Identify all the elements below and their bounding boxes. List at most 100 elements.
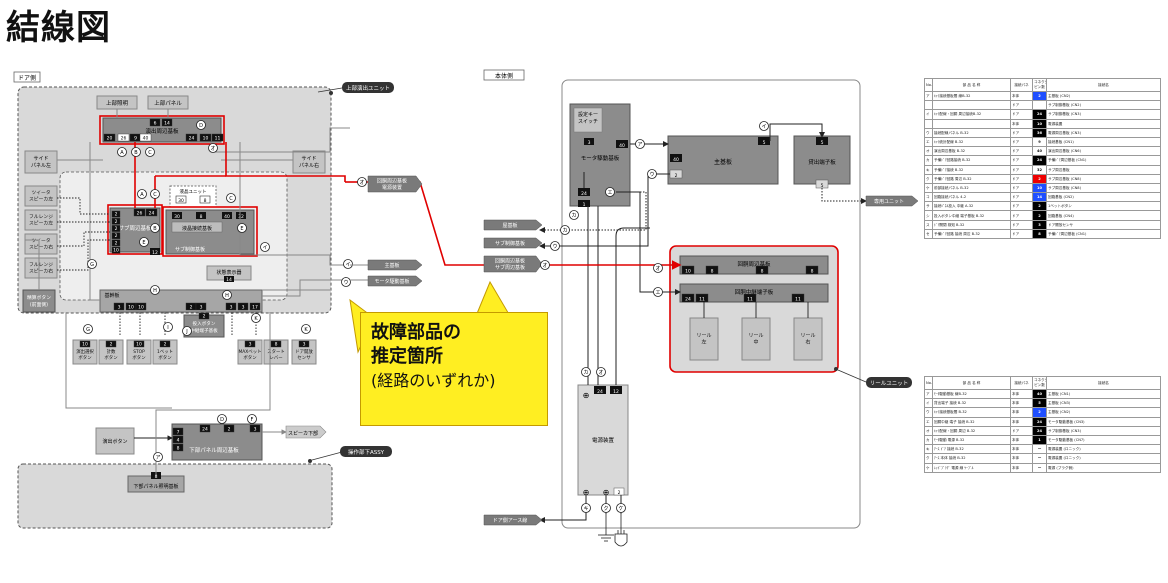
table-header: コネクタピン数 bbox=[1032, 78, 1047, 92]
table-header: 接続名 bbox=[1046, 78, 1161, 92]
effect-button-label: 演出ボタン bbox=[102, 438, 127, 445]
relay-pin: 10 bbox=[128, 304, 134, 310]
table-cell: 本体 bbox=[1010, 444, 1033, 455]
fault-callout: 故障部品の 推定箇所 (経路のいずれか) bbox=[360, 312, 548, 426]
connector-label: B bbox=[134, 150, 138, 156]
connector-marker bbox=[653, 263, 663, 273]
lower-pin-box bbox=[199, 424, 211, 433]
table-cell: 投入ボタン中継 端子基板 B-32 bbox=[932, 210, 1011, 221]
control-button-pin-box bbox=[270, 340, 282, 348]
power-unit-label: 電源装置 bbox=[592, 436, 615, 444]
sub-top-pin: 26 bbox=[137, 210, 143, 216]
connector-label: ウ bbox=[649, 171, 654, 178]
speaker-box bbox=[24, 185, 58, 207]
sub-left-pin-box bbox=[111, 225, 121, 232]
control-button-label: 1ベットボタン bbox=[157, 349, 173, 361]
reel-pin-mid: 24 bbox=[685, 296, 691, 302]
lower-pin: 7 bbox=[177, 429, 180, 435]
connector-label: C bbox=[229, 196, 233, 202]
table-cell: 1ベットボタン bbox=[1046, 201, 1161, 212]
connector-marker bbox=[540, 260, 550, 270]
lcd-unit-label: 液晶ユニット bbox=[180, 188, 207, 195]
connector-label: ク bbox=[603, 506, 608, 512]
connector-marker bbox=[569, 210, 579, 220]
sub-control-label: サブ制御基板 bbox=[495, 240, 525, 247]
table-header: 接続名 bbox=[1046, 376, 1161, 390]
table-cell: ー bbox=[1032, 462, 1047, 473]
control-button-pin-box bbox=[79, 340, 91, 348]
table-cell: 主基板 (CN2) bbox=[1046, 407, 1161, 418]
connector-marker bbox=[357, 177, 367, 187]
table-cell: 貸出端子 接続 B-32 bbox=[932, 398, 1011, 409]
lower-light-label: 下部パネル照明基板 bbox=[133, 483, 178, 490]
table-cell: ｱｰｽ 本体 接続 B-32 bbox=[932, 453, 1011, 464]
connector-label: イ bbox=[761, 124, 766, 130]
table-cell: コ bbox=[924, 192, 933, 203]
connector-marker bbox=[153, 452, 163, 462]
table-cell: 3 bbox=[1032, 219, 1047, 230]
sub-left-pin: 2 bbox=[115, 212, 118, 218]
table-cell: 本体 bbox=[1010, 453, 1033, 464]
effect-bottom-pin: 26 bbox=[121, 135, 127, 141]
sub-left-pin-box bbox=[111, 239, 121, 247]
sub-right-pin: 12 bbox=[152, 250, 158, 256]
reel-unit-tag: リールユニット bbox=[870, 380, 909, 387]
table-cell: ドア bbox=[1010, 127, 1033, 138]
sub-top-pin-box bbox=[133, 208, 146, 217]
connector-marker bbox=[222, 290, 232, 300]
operation-assy-tag: 操作部下ASSY bbox=[348, 448, 385, 456]
speaker-box bbox=[24, 209, 58, 231]
table-cell: カ bbox=[924, 434, 933, 446]
door-ground-arrow bbox=[483, 514, 543, 526]
connector-marker bbox=[550, 241, 560, 251]
table-cell: ドア bbox=[1010, 201, 1033, 212]
reel-box bbox=[689, 317, 719, 361]
connector-marker bbox=[145, 147, 155, 157]
connector-label: H bbox=[153, 288, 157, 294]
effect-top-pin-box bbox=[161, 118, 173, 127]
reel-pin-top: 8 bbox=[761, 268, 764, 274]
table-cell: オ bbox=[924, 425, 933, 436]
relay-pin-box bbox=[135, 302, 147, 311]
table-cell: 24 bbox=[1032, 109, 1047, 120]
relay-pin-box bbox=[195, 302, 207, 311]
upper-panel-label: 上部パネル bbox=[154, 99, 182, 107]
sub-control-pin: 32 bbox=[238, 214, 244, 220]
motor-board-label: モータ駆動基板 bbox=[581, 154, 620, 162]
table-cell: ー bbox=[1032, 444, 1047, 455]
effect-bottom-pin: 20 bbox=[107, 135, 113, 141]
control-button-label: 計数ボタン bbox=[104, 348, 118, 361]
sub-left-pin-box bbox=[111, 210, 121, 218]
table-cell: 24 bbox=[1032, 416, 1047, 427]
reel-pin-mid-box bbox=[695, 293, 709, 303]
table-cell: ドア bbox=[1010, 146, 1033, 157]
effect-button-box bbox=[95, 427, 135, 455]
connector-label: B bbox=[153, 226, 157, 232]
main-pin: 40 bbox=[673, 157, 679, 163]
connector-label: A bbox=[120, 150, 124, 156]
table-cell: シ bbox=[924, 210, 933, 221]
table-cell: 電源装置 bbox=[1046, 118, 1161, 129]
table-cell: モータ駆動基板 (CN3) bbox=[1046, 416, 1161, 427]
table-cell: 40 bbox=[1032, 146, 1047, 157]
connector-label: カ bbox=[562, 228, 567, 234]
sub-control-board-label: サブ制御基板 bbox=[175, 246, 205, 253]
connector-label: C bbox=[148, 150, 152, 156]
table-header: 接続パネ bbox=[1010, 376, 1033, 390]
connector-marker bbox=[596, 367, 606, 377]
connector-marker bbox=[182, 326, 192, 336]
page-title: 結線図 bbox=[6, 8, 111, 48]
lcd-board-label: 液晶接続基板 bbox=[182, 225, 212, 232]
connector-label: G bbox=[86, 327, 90, 333]
bet-board-pin: 2 bbox=[203, 313, 206, 319]
connector-label: J bbox=[185, 329, 187, 335]
reel-pin-top-box bbox=[805, 265, 819, 275]
